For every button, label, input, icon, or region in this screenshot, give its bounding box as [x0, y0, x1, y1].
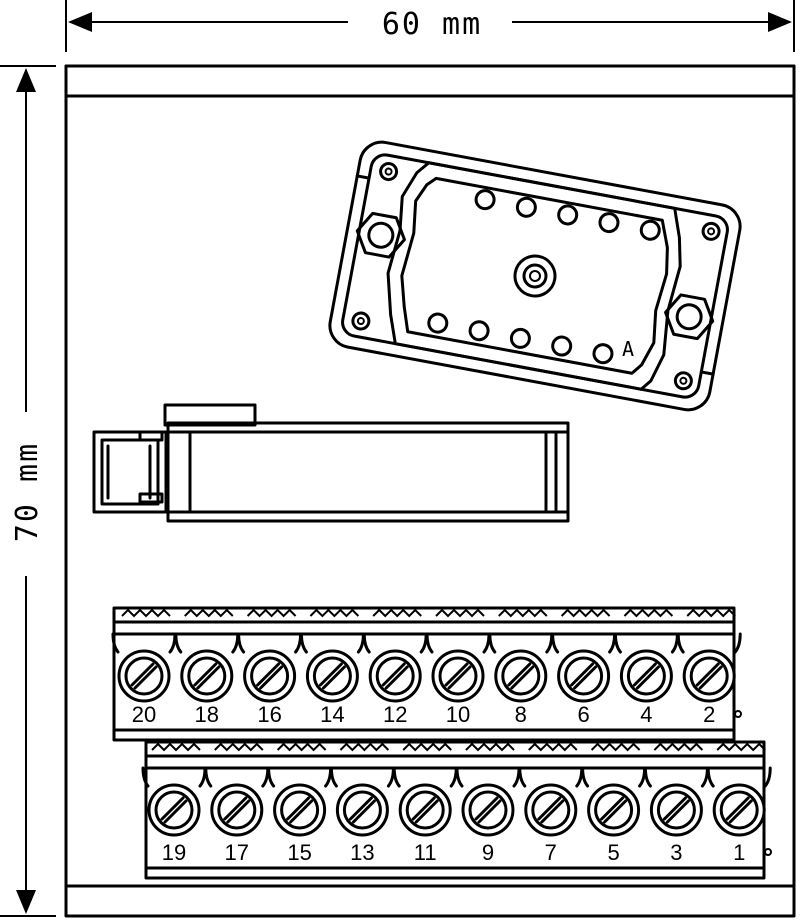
height-dimension-label: 70 mm: [10, 442, 45, 542]
terminal-number: 16: [257, 702, 281, 727]
terminal: 18: [174, 608, 240, 727]
height-dimension: 70 mm: [0, 65, 56, 917]
terminal: 17: [204, 742, 270, 865]
terminal-number: 1: [733, 840, 745, 865]
terminal: 20: [111, 608, 177, 727]
lower-terminal-block: 19 17 15 13 11 9 7 5 3 1: [141, 740, 772, 880]
terminal-screw[interactable]: [649, 783, 703, 837]
terminal-screw[interactable]: [431, 649, 485, 703]
enclosure: [64, 64, 796, 918]
hex-nut: [355, 211, 406, 259]
housing-screw: [379, 162, 399, 182]
terminal-screw[interactable]: [398, 783, 452, 837]
terminal-screw[interactable]: [243, 649, 297, 703]
terminal-number: 18: [195, 702, 219, 727]
width-dimension: 60 mm: [65, 0, 795, 52]
terminal: 12: [362, 608, 428, 727]
terminal-screw[interactable]: [619, 649, 673, 703]
terminal-screw[interactable]: [147, 783, 201, 837]
terminal-number: 5: [607, 840, 619, 865]
terminal-number: 8: [515, 702, 527, 727]
terminal-number: 13: [350, 840, 374, 865]
terminal: 16: [237, 608, 303, 727]
terminal-number: 4: [640, 702, 652, 727]
terminal: 19: [141, 742, 207, 865]
width-dimension-label: 60 mm: [382, 7, 482, 42]
terminal: 8: [488, 608, 554, 727]
terminal-number: 17: [225, 840, 249, 865]
connector-marker-label: A: [622, 337, 634, 361]
housing-screw: [673, 371, 693, 391]
terminal: 3: [643, 742, 709, 865]
terminal-screw[interactable]: [273, 783, 327, 837]
terminal-number: 14: [320, 702, 344, 727]
terminal-screw[interactable]: [117, 649, 171, 703]
terminal-screw[interactable]: [335, 783, 389, 837]
terminal-number: 12: [383, 702, 407, 727]
terminal-number: 11: [414, 840, 437, 865]
housing-screw: [701, 221, 721, 241]
mounting-bracket: [92, 403, 570, 523]
contact-pins-bottom: [427, 312, 614, 365]
terminal-screw[interactable]: [494, 649, 548, 703]
terminal: 15: [267, 742, 333, 865]
terminal: 4: [613, 608, 679, 727]
contact-pins-top: [474, 189, 661, 241]
terminal-number: 7: [545, 840, 557, 865]
upper-terminal-block: 20 18 16 14 12 10 8 6 4 2: [111, 606, 742, 742]
terminal-number: 3: [670, 840, 682, 865]
terminal-screw[interactable]: [712, 783, 766, 837]
terminal-number: 6: [577, 702, 589, 727]
hex-nut: [664, 293, 715, 341]
terminal-number: 15: [287, 840, 311, 865]
terminal: 6: [551, 608, 617, 727]
connector-housing: [328, 140, 742, 412]
terminal: 1: [706, 742, 772, 865]
terminal-number: 2: [703, 702, 715, 727]
terminal-number: 20: [132, 702, 156, 727]
terminal-number: 10: [446, 702, 470, 727]
terminal-number: 9: [482, 840, 494, 865]
terminal-number: 19: [162, 840, 186, 865]
center-bolt: [513, 254, 557, 298]
terminal: 9: [455, 742, 521, 865]
terminal: 5: [581, 742, 647, 865]
terminal-screw[interactable]: [461, 783, 515, 837]
housing-screw: [351, 311, 371, 331]
terminal: 10: [425, 608, 491, 727]
terminal-screw[interactable]: [305, 649, 359, 703]
terminal: 13: [329, 742, 395, 865]
terminal-screw[interactable]: [210, 783, 264, 837]
terminal-screw[interactable]: [368, 649, 422, 703]
terminal: 14: [299, 608, 365, 727]
terminal: 2: [676, 608, 742, 727]
terminal: 11: [392, 742, 458, 865]
terminal-screw[interactable]: [180, 649, 234, 703]
terminal: 7: [518, 742, 584, 865]
terminal-screw[interactable]: [524, 783, 578, 837]
terminal-screw[interactable]: [557, 649, 611, 703]
terminal-screw[interactable]: [587, 783, 641, 837]
terminal-screw[interactable]: [682, 649, 736, 703]
